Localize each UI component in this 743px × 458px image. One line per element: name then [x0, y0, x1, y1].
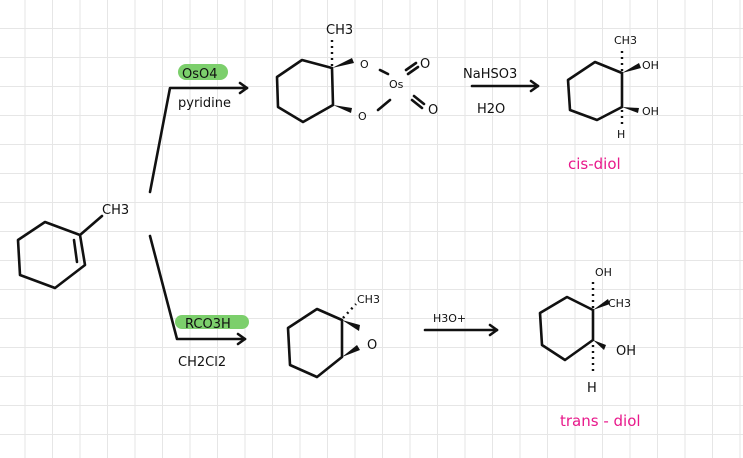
cis-methyl: CH3: [614, 34, 637, 47]
start-methyl-label: CH3: [102, 203, 129, 218]
upper-step2-arrow: [470, 79, 540, 93]
cis-diol-product: CH3 OH OH H: [566, 34, 659, 141]
upper-branch-arrow: [148, 81, 249, 194]
lower-step2-arrow: [423, 323, 499, 337]
osmate-ester: CH3 O O Os O O: [275, 23, 438, 124]
reagent-highlight: [178, 64, 228, 80]
cis-h: H: [617, 128, 625, 141]
reagent-rco3h: RCO3H: [185, 317, 231, 332]
reagent-h2o: H2O: [477, 102, 505, 117]
reagent-highlight: [175, 315, 249, 329]
reagent-oso4: OsO4: [182, 67, 218, 82]
reagent-ch2cl2: CH2Cl2: [178, 355, 226, 370]
cis-oh-top: OH: [642, 59, 659, 72]
osmate-o-top: O: [360, 58, 369, 71]
epoxide-intermediate: CH3 O: [286, 293, 380, 379]
reagent-h3o: H3O+: [433, 312, 466, 325]
trans-oh-right: OH: [616, 344, 636, 359]
epoxide-methyl: CH3: [357, 293, 380, 306]
trans-diol-product: OH CH3 OH H: [538, 266, 636, 396]
trans-oh-top: OH: [595, 266, 612, 279]
epoxide-oxygen: O: [367, 338, 377, 353]
osmate-os: Os: [389, 78, 404, 91]
cis-diol-label: cis-diol: [568, 155, 621, 173]
osmate-oxo-bottom: O: [428, 103, 438, 118]
reagent-pyridine: pyridine: [178, 96, 231, 111]
reagent-nahso3: NaHSO3: [463, 67, 517, 82]
trans-diol-label: trans - diol: [560, 412, 641, 430]
cis-oh-bottom: OH: [642, 105, 659, 118]
methylcyclohexene: CH3: [16, 203, 129, 290]
trans-methyl: CH3: [608, 297, 631, 310]
osmate-o-bottom: O: [358, 110, 367, 123]
osmate-oxo-top: O: [420, 57, 430, 72]
lower-branch-arrow: [148, 234, 247, 346]
trans-h: H: [587, 381, 597, 396]
osmate-methyl: CH3: [326, 23, 353, 38]
